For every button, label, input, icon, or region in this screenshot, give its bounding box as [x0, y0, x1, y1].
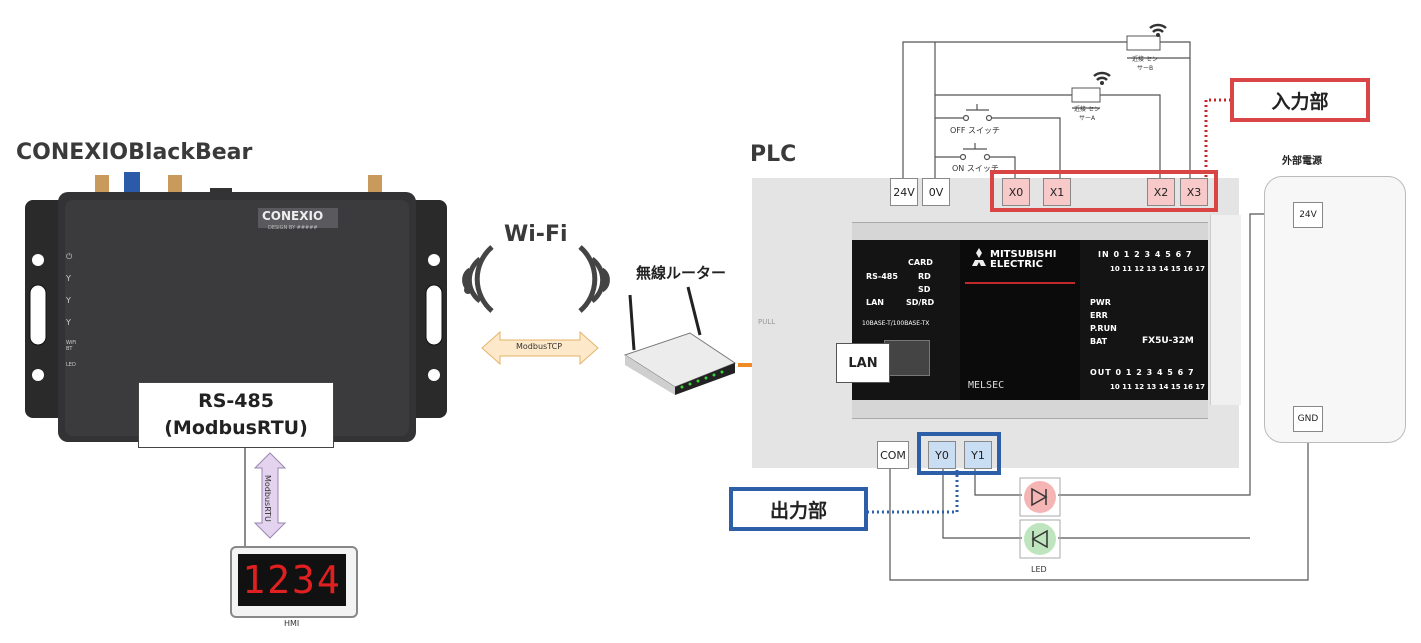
hmi-device: 1234: [230, 546, 358, 618]
sensor-a-label: 近接 センサーA: [1074, 106, 1100, 122]
hmi-protocol-label: ModbusRTU: [263, 475, 272, 522]
out-row-2: 10 11 12 13 14 15 16 17: [1110, 383, 1205, 391]
status-labels: PWR ERR P.RUN BAT: [1090, 296, 1117, 348]
plc-pull-label: PULL: [758, 318, 776, 326]
conexio-device: [25, 172, 447, 442]
signal-led-icon-2: Y: [66, 296, 71, 305]
plc-center-panel: [960, 240, 1080, 400]
in-row-1: IN 0 1 2 3 4 5 6 7: [1098, 250, 1193, 259]
input-section-label: 入力部: [1230, 78, 1370, 122]
rd-label: RD: [918, 272, 931, 281]
rs485-label: RS-485: [198, 390, 274, 412]
prun-label: P.RUN: [1090, 324, 1117, 333]
device-title: CONEXIOBlackBear: [16, 140, 253, 165]
power-gnd-terminal: GND: [1293, 406, 1323, 432]
lan-label: LAN: [836, 343, 890, 383]
brand-line-1: MITSUBISHI: [990, 249, 1057, 260]
rs485-port-label: RS-485: [866, 272, 898, 281]
brand-label: MITSUBISHI ELECTRIC: [990, 250, 1056, 270]
card-label: CARD: [908, 258, 933, 267]
terminal-x1: X1: [1043, 178, 1071, 206]
melsec-label: MELSEC: [968, 380, 1005, 391]
hmi-display: 1234: [238, 554, 346, 606]
wifi-label: Wi-Fi: [504, 222, 568, 247]
power-led-icon: ⏻: [66, 252, 73, 261]
off-switch-label: OFF スイッチ: [950, 126, 1001, 135]
wifi-bt-led-label: WiFi BT: [66, 340, 77, 352]
pwr-label: PWR: [1090, 298, 1111, 307]
plc-title: PLC: [750, 142, 797, 167]
led-label: LED: [1031, 565, 1047, 574]
terminal-x2: X2: [1147, 178, 1175, 206]
output-section-label: 出力部: [729, 487, 868, 531]
signal-led-icon-1: Y: [66, 274, 71, 283]
router-label: 無線ルーター: [636, 262, 727, 283]
modbusrtu-label: (ModbusRTU): [164, 417, 308, 439]
wireless-router: [623, 286, 737, 395]
terminal-x3: X3: [1180, 178, 1208, 206]
lan-spec-label: 10BASE-T/100BASE-TX: [862, 320, 930, 327]
hmi-link: [244, 448, 287, 548]
power-title: 外部電源: [1282, 156, 1322, 167]
modbustcp-label: ModbusTCP: [516, 342, 563, 351]
input-section-frame: [990, 170, 1218, 212]
sd-label: SD: [918, 285, 931, 294]
output-section-frame: [917, 432, 1001, 475]
terminal-24v: 24V: [890, 178, 918, 206]
lan-port-label: LAN: [866, 298, 884, 307]
brand-line-2: ELECTRIC: [990, 259, 1043, 270]
device-logo: CONEXIO: [262, 209, 324, 223]
sdrd-label: SD/RD: [906, 298, 935, 307]
terminal-0v: 0V: [922, 178, 950, 206]
plc-lan-port: [884, 340, 930, 376]
external-power-box: [1264, 176, 1406, 443]
terminal-y1: Y1: [964, 441, 992, 469]
terminal-y0: Y0: [928, 441, 956, 469]
device-led-column: ⏻ Y Y Y WiFi BT LED: [66, 252, 82, 384]
plc-model-label: FX5U-32M: [1142, 336, 1194, 346]
led-label: LED: [66, 362, 76, 368]
rs485-box: RS-485 (ModbusRTU): [138, 382, 334, 448]
out-row-1: OUT 0 1 2 3 4 5 6 7: [1090, 368, 1195, 377]
plc-bottom-terminal-strip: [852, 400, 1208, 419]
plc-red-line: [965, 282, 1075, 284]
hmi-label: HMI: [284, 619, 300, 628]
plc-top-terminal-strip: [852, 222, 1208, 241]
signal-led-icon-3: Y: [66, 318, 71, 327]
err-label: ERR: [1090, 311, 1108, 320]
terminal-x0: X0: [1002, 178, 1030, 206]
power-24v-terminal: 24V: [1293, 202, 1323, 228]
device-logo-sub: DESIGN BY #####: [268, 225, 318, 231]
in-row-2: 10 11 12 13 14 15 16 17: [1110, 265, 1205, 273]
mitsubishi-logo-icon: [972, 248, 986, 266]
terminal-com: COM: [877, 441, 909, 469]
modbustcp-arrow: [481, 330, 599, 366]
wifi-waves: [462, 245, 610, 313]
bat-label: BAT: [1090, 337, 1108, 346]
plc-side-panel: [1210, 215, 1241, 405]
sensor-b-label: 近接 センサーB: [1132, 56, 1158, 72]
on-switch-label: ON スイッチ: [952, 164, 999, 173]
